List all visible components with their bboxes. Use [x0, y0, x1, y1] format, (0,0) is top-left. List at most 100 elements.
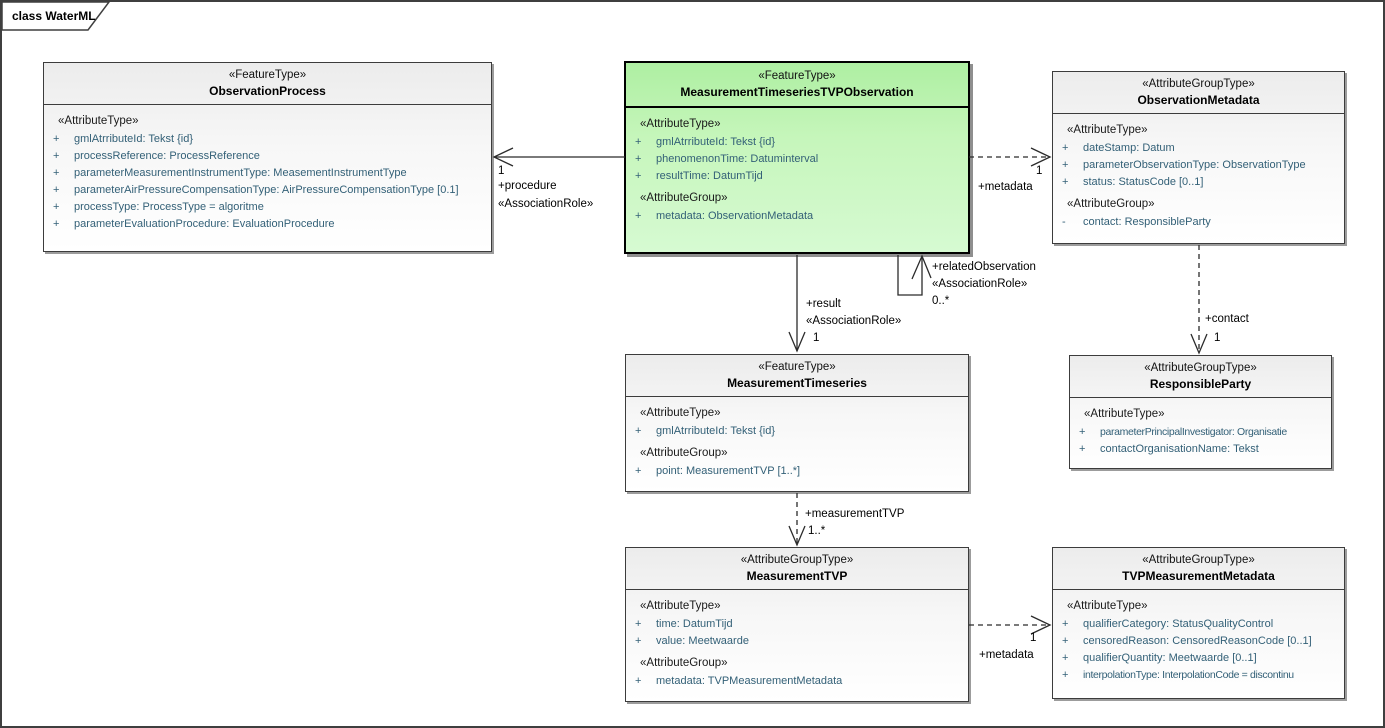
visibility-marker: +	[635, 153, 642, 165]
visibility-marker: +	[1062, 635, 1069, 647]
attribute-row: +point: MeasurementTVP [1..*]	[634, 463, 964, 480]
attribute-text: phenomenonTime: Datuminterval	[656, 153, 819, 165]
class-responsible-party[interactable]: «AttributeGroupType» ResponsibleParty «A…	[1069, 355, 1332, 469]
class-stereotype: «AttributeGroupType»	[1144, 362, 1257, 374]
visibility-marker: +	[1062, 618, 1069, 630]
class-body: «AttributeType» +gmlAtrributeId: Tekst {…	[626, 108, 968, 225]
metadata-bottom-multiplicity: 1	[1030, 632, 1037, 644]
class-name: MeasurementTimeseries	[727, 376, 867, 390]
procedure-stereotype-label: «AssociationRole»	[498, 198, 594, 210]
attribute-text: parameterAirPressureCompensationType: Ai…	[74, 184, 459, 196]
visibility-marker: +	[53, 150, 60, 162]
section-heading: «AttributeType»	[640, 600, 721, 612]
class-body: «AttributeType» + dateStamp: Datum +param…	[1053, 114, 1344, 231]
visibility-marker: +	[635, 425, 642, 437]
class-measurement-timeseries-tvp-observation[interactable]: «FeatureType» MeasurementTimeseriesTVPOb…	[624, 61, 970, 254]
class-measurement-tvp[interactable]: «AttributeGroupType» MeasurementTVP «Att…	[625, 547, 969, 702]
visibility-marker: +	[1062, 142, 1069, 154]
attribute-text: parameterPrincipalInvestigator: Organisa…	[1100, 426, 1287, 438]
attribute-row: +qualifierCategory: StatusQualityControl	[1061, 616, 1340, 633]
class-header: «AttributeGroupType» ObservationMetadata	[1053, 72, 1344, 114]
visibility-marker: +	[635, 635, 642, 647]
contact-role-label: +contact	[1205, 313, 1249, 325]
result-multiplicity: 1	[813, 332, 820, 344]
metadata-bottom-role-label: +metadata	[979, 649, 1034, 661]
visibility-marker: +	[635, 465, 642, 477]
class-stereotype: «AttributeGroupType»	[1142, 78, 1255, 90]
class-body: «AttributeType» + time: DatumTijd + value:…	[626, 590, 968, 690]
measurement-tvp-role-label: +measurementTVP	[805, 508, 905, 520]
class-name: MeasurementTVP	[746, 569, 848, 583]
contact-multiplicity: 1	[1214, 332, 1221, 344]
visibility-marker: +	[53, 201, 60, 213]
attribute-row: + dateStamp: Datum	[1061, 140, 1340, 157]
visibility-marker: +	[635, 210, 642, 222]
class-name: TVPMeasurementMetadata	[1122, 569, 1275, 583]
class-name: MeasurementTimeseriesTVPObservation	[680, 85, 914, 99]
visibility-marker: +	[53, 167, 60, 179]
attribute-row: +qualifierQuantity: Meetwaarde [0..1]	[1061, 650, 1340, 667]
class-stereotype: «AttributeGroupType»	[1142, 554, 1255, 566]
attribute-text: interpolationType: InterpolationCode = d…	[1083, 669, 1294, 681]
attribute-text: gmlAtrributeId: Tekst {id}	[656, 425, 776, 437]
attribute-row: +resultTime: DatumTijd	[634, 168, 964, 185]
class-observation-metadata[interactable]: «AttributeGroupType» ObservationMetadata…	[1052, 71, 1345, 244]
class-stereotype: «FeatureType»	[758, 361, 836, 373]
class-header: «AttributeGroupType» ResponsibleParty	[1070, 356, 1331, 398]
class-name: ObservationProcess	[209, 84, 326, 98]
attribute-text: metadata: ObservationMetadata	[656, 210, 814, 222]
visibility-marker: +	[635, 170, 642, 182]
attribute-row: + time: DatumTijd	[634, 616, 964, 633]
visibility-marker: +	[1079, 426, 1086, 438]
visibility-marker: +	[635, 675, 642, 687]
class-body: «AttributeType» +qualifierCategory: Stat…	[1053, 590, 1344, 684]
attribute-text: dateStamp: Datum	[1083, 142, 1175, 154]
section-heading: «AttributeType»	[1067, 600, 1148, 612]
attribute-row: +metadata: TVPMeasurementMetadata	[634, 673, 964, 690]
attribute-row: + phenomenonTime: Datuminterval	[634, 151, 964, 168]
related-observation-arrowhead	[911, 254, 932, 280]
attribute-text: time: DatumTijd	[656, 618, 733, 630]
attribute-row: +gmlAtrributeId: Tekst {id}	[634, 134, 964, 151]
metadata-top-multiplicity: 1	[1036, 165, 1043, 177]
visibility-marker: +	[53, 218, 60, 230]
attribute-text: processType: ProcessType = algoritme	[74, 201, 264, 213]
attribute-text: parameterObservationType: ObservationTyp…	[1083, 159, 1306, 171]
attribute-text: value: Meetwaarde	[656, 635, 749, 647]
attribute-text: gmlAtrributeId: Tekst {id}	[74, 133, 194, 145]
class-header: «FeatureType» MeasurementTimeseriesTVPOb…	[626, 63, 968, 108]
visibility-marker: +	[635, 136, 642, 148]
attribute-row: +status: StatusCode [0..1]	[1061, 174, 1340, 191]
attribute-row: -contact: ResponsibleParty	[1061, 214, 1340, 231]
class-name: ObservationMetadata	[1137, 93, 1260, 107]
visibility-marker: +	[635, 618, 642, 630]
result-stereotype-label: «AssociationRole»	[806, 315, 902, 327]
frame-title: class WaterML	[12, 9, 96, 23]
result-role-label: +result	[806, 298, 841, 310]
attribute-text: contactOrganisationName: Tekst	[1100, 443, 1259, 455]
class-tvp-measurement-metadata[interactable]: «AttributeGroupType» TVPMeasurementMetad…	[1052, 547, 1345, 699]
class-stereotype: «FeatureType»	[228, 69, 307, 81]
class-header: «AttributeGroupType» MeasurementTVP	[626, 548, 968, 590]
attribute-row: + metadata: ObservationMetadata	[634, 208, 964, 225]
class-observation-process[interactable]: «FeatureType» ObservationProcess «Attrib…	[43, 62, 492, 252]
attribute-row: +gmlAtrributeId: Tekst {id}	[52, 131, 487, 148]
related-observation-multiplicity: 0..*	[932, 295, 950, 307]
attribute-row: + parameterMeasurementInstrumentType: Mea…	[52, 165, 487, 182]
attribute-text: parameterMeasurementInstrumentType: Meas…	[74, 167, 407, 179]
metadata-top-role-label: +metadata	[978, 181, 1033, 193]
attribute-text: censoredReason: CensoredReasonCode [0..1…	[1083, 635, 1312, 647]
class-header: «AttributeGroupType» TVPMeasurementMetad…	[1053, 548, 1344, 590]
class-measurement-timeseries[interactable]: «FeatureType» MeasurementTimeseries «Att…	[625, 354, 969, 492]
procedure-role-label: +procedure	[498, 180, 557, 192]
attribute-row: + processType: ProcessType = algoritme	[52, 199, 487, 216]
section-heading: «AttributeType»	[1067, 124, 1148, 136]
related-observation-stereotype-label: «AssociationRole»	[932, 278, 1028, 290]
visibility-marker: +	[1062, 669, 1069, 681]
section-heading: «AttributeGroup»	[640, 192, 728, 204]
section-heading: «AttributeGroup»	[1067, 198, 1155, 210]
section-heading: «AttributeType»	[58, 115, 139, 127]
class-header: «FeatureType» ObservationProcess	[44, 63, 491, 105]
attribute-row: +parameterObservationType: ObservationTy…	[1061, 157, 1340, 174]
